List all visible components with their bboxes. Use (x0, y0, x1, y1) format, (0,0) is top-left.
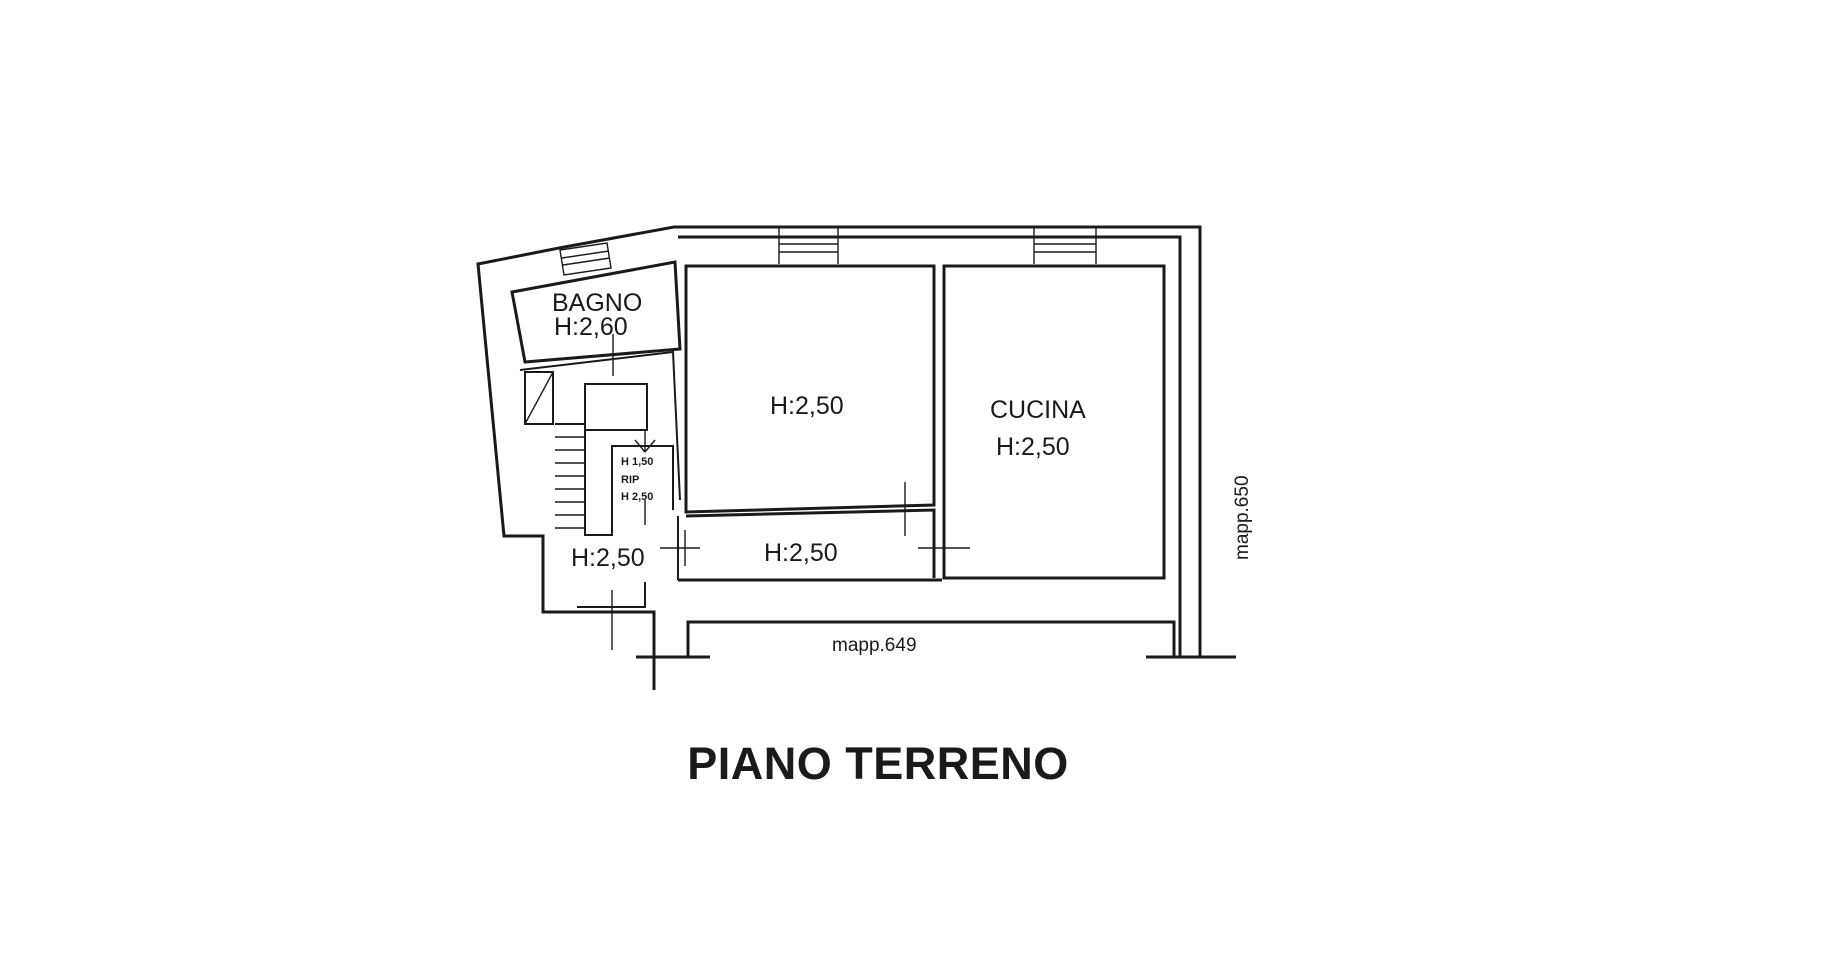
plot-label-right: mapp.650 (1232, 475, 1253, 560)
cucina-room (942, 264, 1166, 580)
cucina-walls (942, 264, 1166, 580)
bagno-name: BAGNO (552, 289, 642, 317)
stair-outline (555, 423, 674, 536)
corridor-walls (685, 508, 936, 578)
entry (577, 582, 646, 608)
main-room-height: H:2,50 (770, 392, 844, 420)
stair-arrow-icon (634, 430, 656, 525)
stair-treads (555, 436, 585, 529)
stair-note-2: RIP (621, 474, 639, 486)
stair-landing (584, 383, 648, 431)
stair-note-1: H 1,50 (621, 456, 653, 468)
main-room-walls (684, 264, 936, 514)
plan-title: PIANO TERRENO (687, 738, 1069, 789)
bagno-walls (510, 260, 682, 364)
main-room (684, 264, 936, 514)
bagno-height: H:2,60 (554, 313, 628, 341)
staircase (555, 383, 674, 536)
cucina-name: CUCINA (990, 396, 1086, 424)
bagno-room (510, 260, 682, 501)
windows (559, 227, 1097, 276)
corridor-height: H:2,50 (764, 539, 838, 567)
cucina-height: H:2,50 (996, 433, 1070, 461)
entry-height: H:2,50 (571, 544, 645, 572)
shaft (524, 371, 554, 425)
window-top-right (1033, 227, 1097, 264)
bagno-lower-wall (519, 350, 681, 501)
door-markers (611, 482, 970, 650)
outer-wall-outline (476, 225, 1202, 690)
entry-walls (577, 582, 646, 608)
top-wall-inner (678, 235, 1182, 657)
plot-label-bottom: mapp.649 (832, 635, 917, 656)
stair-note-3: H 2,50 (621, 491, 653, 503)
room-labels: BAGNO H:2,60 H:2,50 CUCINA H:2,50 H:2,50… (552, 289, 1253, 656)
window-top-left (778, 227, 839, 264)
outer-walls (476, 225, 1236, 690)
window-bagno (559, 242, 612, 276)
